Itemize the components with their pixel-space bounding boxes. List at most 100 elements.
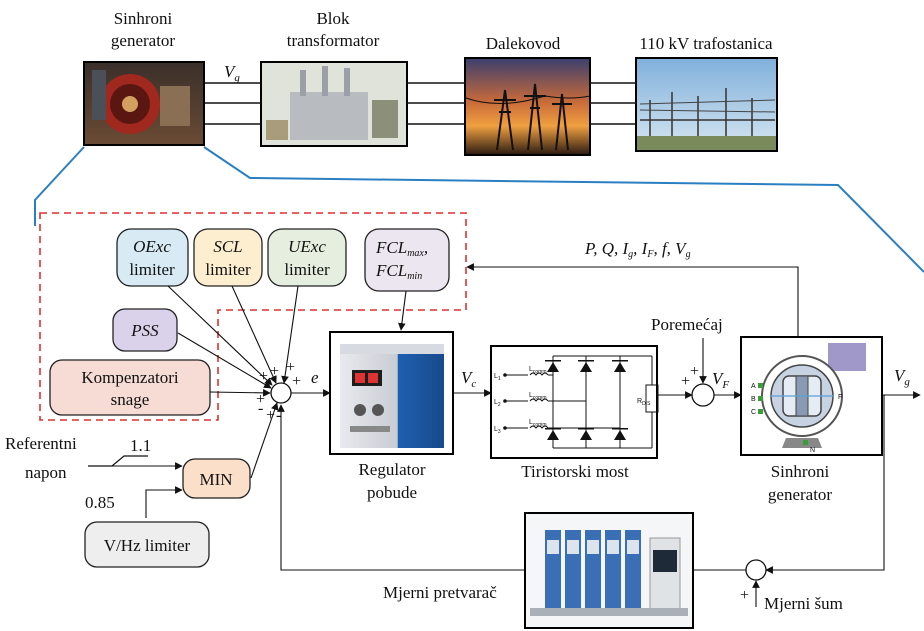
phase-l2-label: L2 xyxy=(494,399,501,408)
vhz-arrow xyxy=(145,486,183,518)
line-label: Dalekovod xyxy=(486,34,561,53)
vg-feedback-arrow xyxy=(765,395,885,574)
pss-arrow xyxy=(177,332,272,389)
transformer-label-2: transformator xyxy=(287,31,380,50)
summing-junction: + + + + + - + - e xyxy=(167,285,407,479)
vf-label: VF xyxy=(712,369,729,391)
gen-terminal-c: C xyxy=(751,409,756,416)
plus-sign-4: + xyxy=(292,373,301,390)
transducer-block xyxy=(524,512,694,629)
generator-label-top-2: generator xyxy=(111,31,176,50)
plus-sign-3: + xyxy=(286,359,295,376)
minus-sign-2: - xyxy=(276,407,281,424)
lcomm-label-3: Lcomm xyxy=(529,419,547,428)
generator-photo xyxy=(83,61,205,146)
regulator-block: Regulator pobude xyxy=(329,331,454,502)
reference-label-2: napon xyxy=(25,463,67,482)
scl-arrow xyxy=(231,285,277,384)
regulator-label-1: Regulator xyxy=(358,460,425,479)
disturbance-label: Poremećaj xyxy=(651,315,723,334)
vhz-limiter-block xyxy=(84,521,210,568)
substation-photo xyxy=(635,57,778,152)
scl-limiter-label: limiter xyxy=(205,260,251,279)
noise-label: Mjerni šum xyxy=(764,594,843,613)
compensator-arrow xyxy=(209,389,271,397)
fcl-max-label: FCLmax, xyxy=(375,238,428,259)
uexc-limiter-block xyxy=(267,228,347,287)
plus-sign-5: + xyxy=(256,391,265,408)
vg-output-label: Vg xyxy=(894,366,910,388)
uexc-limiter-label: limiter xyxy=(284,260,330,279)
vc-label: Vc xyxy=(461,368,476,390)
error-label: e xyxy=(311,368,319,387)
fcl-arrow xyxy=(398,290,407,331)
transformer-label-1: Blok xyxy=(316,9,350,28)
oexc-limiter-label: limiter xyxy=(129,260,175,279)
generator-label-1: Sinhroni xyxy=(771,462,830,481)
disturbance-sum-circle xyxy=(691,383,715,407)
noise-plus: + xyxy=(740,587,749,604)
generator-block: A B C F N Sinhroni generator xyxy=(740,336,883,504)
min-block xyxy=(182,458,251,499)
upper-limit-label: 1.1 xyxy=(130,436,151,455)
reference-section: Referentni napon 1.1 0.85 MIN V/Hz limit… xyxy=(5,434,251,568)
plus-sign-1: + xyxy=(259,368,268,385)
lcomm-label-2: Lcomm xyxy=(529,392,547,401)
feedback-label: P, Q, Ig, IF, f, Vg xyxy=(584,239,691,260)
bridge-label: Tiristorski most xyxy=(521,462,629,481)
pss-label: PSS xyxy=(130,321,159,340)
limiters-region: OExc limiter SCL limiter UExc limiter FC… xyxy=(39,212,467,421)
vg-top-label: Vg xyxy=(224,62,240,84)
generator-label-top-1: Sinhroni xyxy=(114,9,173,28)
three-phase-lines xyxy=(205,82,636,125)
top-row: Sinhroni generator Blok transformator Da… xyxy=(34,9,924,273)
min-label: MIN xyxy=(199,470,232,489)
plus-sign-2: + xyxy=(270,363,279,380)
transducer-label: Mjerni pretvarač xyxy=(383,583,497,602)
compensator-label-1: Kompenzatori xyxy=(81,368,179,387)
fcl-min-label: FCLmin xyxy=(375,261,422,282)
transducer-feedback-arrow xyxy=(277,404,525,571)
transmission-line-photo xyxy=(464,57,591,156)
gen-terminal-a: A xyxy=(751,383,756,390)
vhz-limiter-label: V/Hz limiter xyxy=(104,536,191,555)
oexc-arrow xyxy=(167,285,273,386)
minus-sign-1: - xyxy=(258,400,263,417)
scl-limiter-block xyxy=(193,228,263,287)
scl-label: SCL xyxy=(213,237,242,256)
uexc-label: UExc xyxy=(288,237,326,256)
compensator-block xyxy=(49,359,211,416)
pss-block xyxy=(112,308,178,352)
measurement-feedback-arrow xyxy=(466,263,799,337)
oexc-label: OExc xyxy=(133,237,171,256)
gen-terminal-b: B xyxy=(751,396,756,403)
substation-label: 110 kV trafostanica xyxy=(639,34,773,53)
uexc-arrow xyxy=(281,285,299,384)
rdis-label: RDIS xyxy=(637,398,651,407)
fcl-limiter-block xyxy=(364,228,450,292)
vf-plus-top: + xyxy=(690,363,699,380)
lcomm-label-1: Lcomm xyxy=(529,366,547,375)
thyristor-bridge-block: L1 L2 L3 Lcomm Lcomm Lcomm RDIS Tiristor… xyxy=(490,345,659,481)
zoom-line-right xyxy=(203,146,924,273)
transformer-photo xyxy=(260,61,408,147)
phase-l1-label: L1 xyxy=(494,373,501,382)
gen-terminal-f: F xyxy=(838,394,842,401)
noise-sum-circle xyxy=(745,559,767,581)
regulator-label-2: pobude xyxy=(367,483,417,502)
oexc-limiter-block xyxy=(116,228,189,287)
gen-terminal-n: N xyxy=(810,447,815,454)
compensator-label-2: snage xyxy=(111,390,150,409)
reference-label-1: Referentni xyxy=(5,434,77,453)
saturation-symbol xyxy=(88,455,148,467)
limiters-dashed-frame xyxy=(39,212,467,421)
zoom-line-left xyxy=(34,146,85,226)
min-output-arrow xyxy=(250,402,279,479)
vf-plus-left: + xyxy=(681,373,690,390)
generator-label-2: generator xyxy=(768,485,833,504)
summing-circle xyxy=(270,382,292,404)
lower-limit-label: 0.85 xyxy=(85,493,115,512)
phase-l3-label: L3 xyxy=(494,426,501,435)
plus-sign-6: + xyxy=(266,407,275,424)
